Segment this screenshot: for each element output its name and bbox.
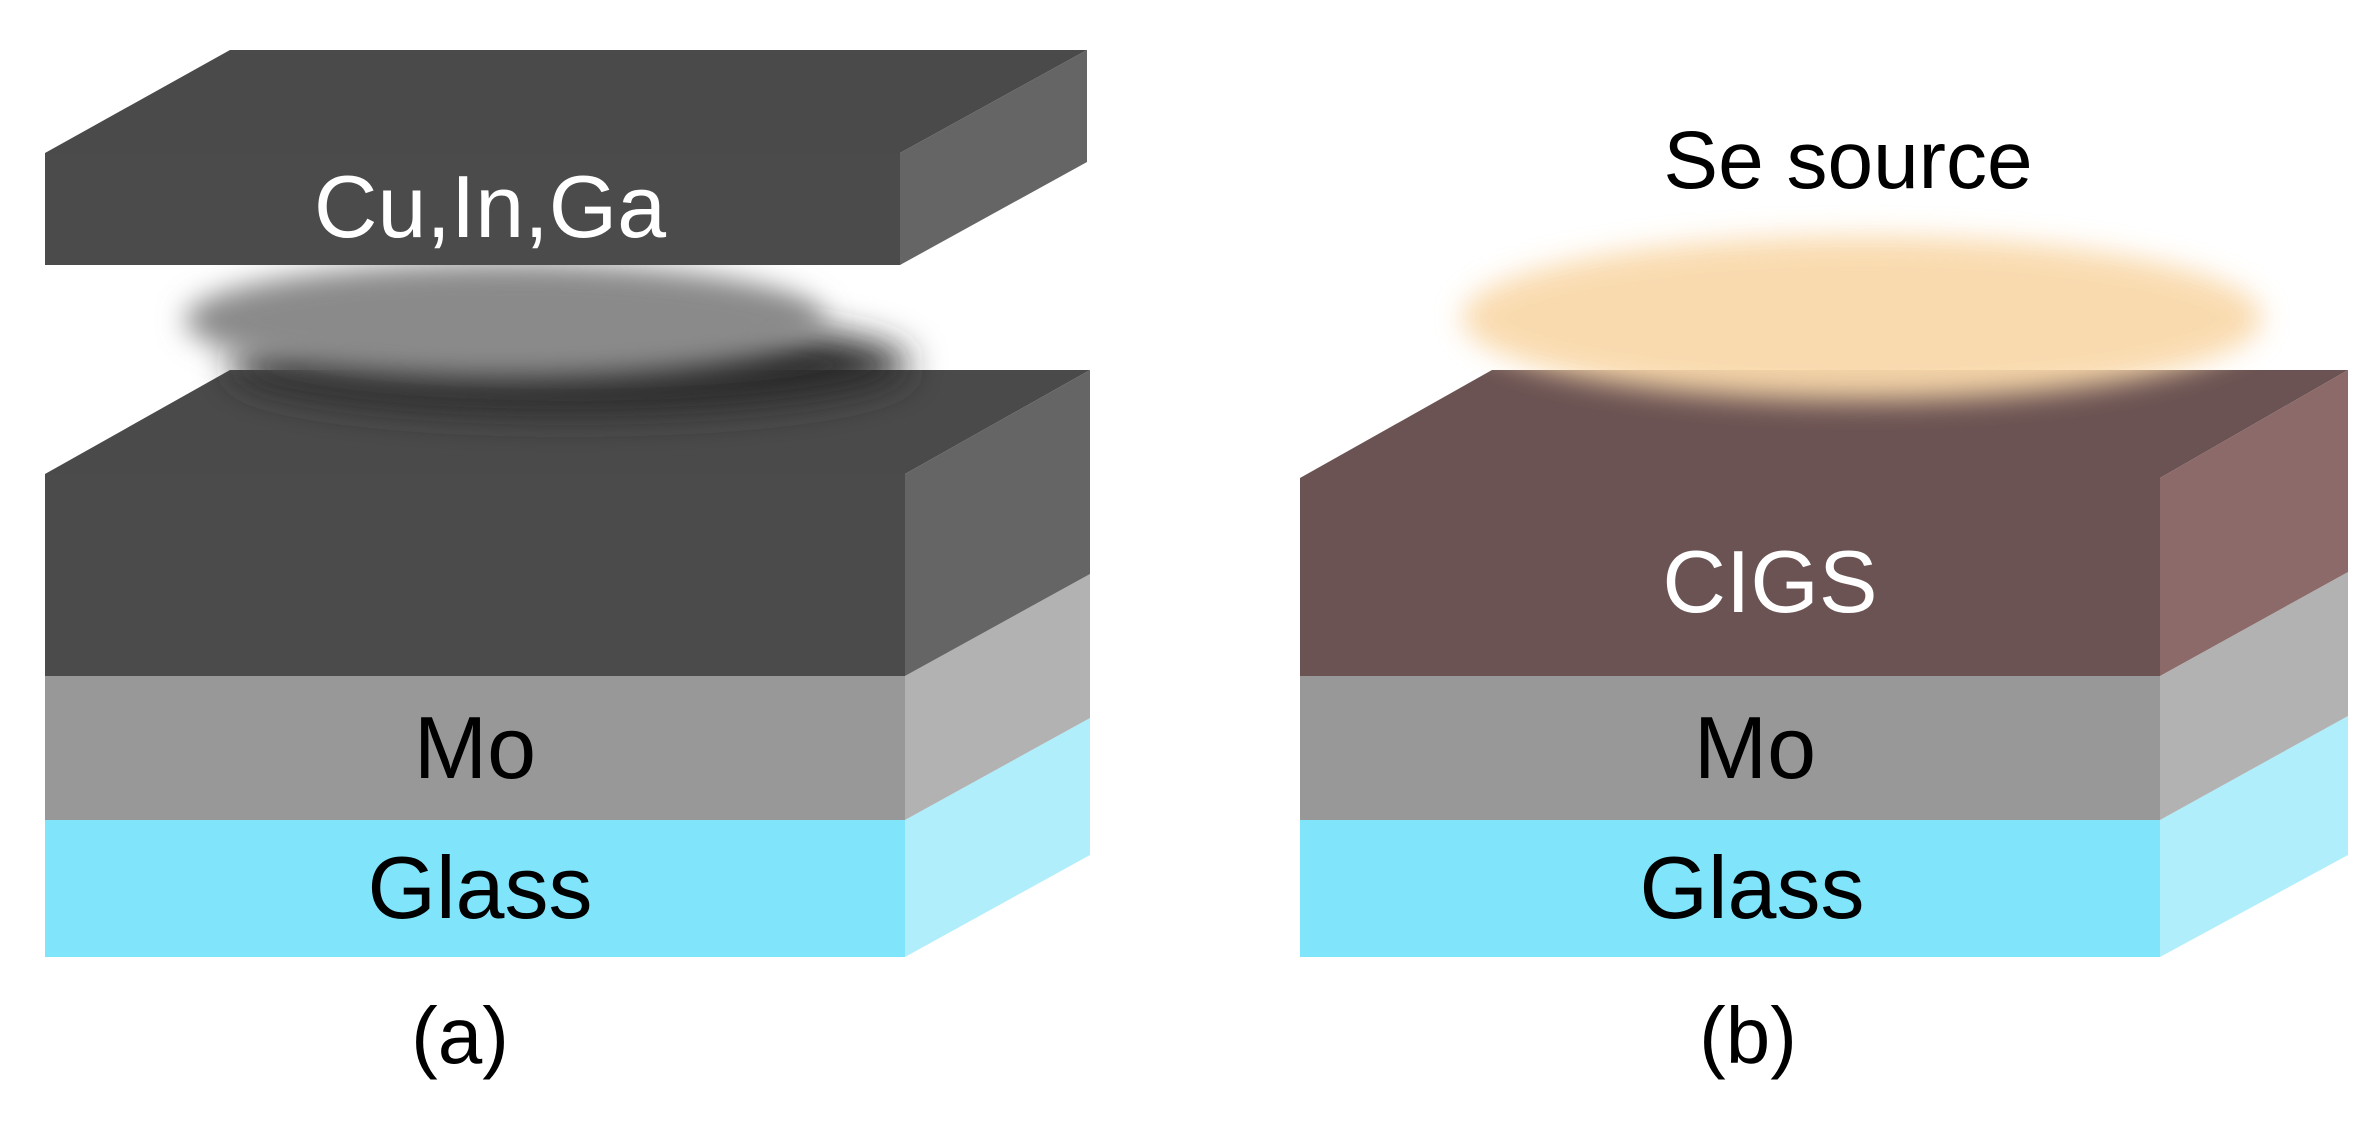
se-source-label: Se source — [1663, 115, 2032, 206]
panel-b-glass-layer — [1300, 716, 2348, 957]
precursor-side-face — [905, 370, 1090, 676]
mo-side-face — [905, 574, 1090, 820]
panel-a-mo-layer — [45, 574, 1090, 820]
panel-a-glass-layer — [45, 718, 1090, 957]
glass-side-face — [905, 718, 1090, 957]
panel-b: Se source CIGS Mo Glass (b) — [1300, 115, 2348, 1080]
mo-front-face — [45, 676, 905, 820]
panel-a: Cu,In,Ga Mo Glass (a) — [45, 50, 1090, 1080]
glass-side-face — [2160, 716, 2348, 957]
panel-a-glass-label: Glass — [368, 838, 593, 937]
cigs-label: CIGS — [1662, 532, 1877, 631]
panel-b-mo-label: Mo — [1694, 698, 1816, 797]
panel-b-caption: (b) — [1699, 991, 1797, 1080]
panel-a-caption: (a) — [411, 991, 509, 1080]
panel-a-source-block — [45, 50, 1087, 265]
panel-b-cigs-layer — [1300, 370, 2348, 676]
cigs-front-face — [1300, 478, 2160, 676]
source-top-face — [45, 50, 1087, 153]
glass-front-face — [45, 820, 905, 957]
panel-a-vapor-cloud — [185, 262, 910, 413]
glass-front-face — [1300, 820, 2160, 957]
source-front-face — [45, 153, 900, 265]
cigs-side-face — [2160, 370, 2348, 676]
source-side-face — [900, 50, 1087, 265]
panel-b-mo-layer — [1300, 572, 2348, 820]
cu-in-ga-label: Cu,In,Ga — [314, 157, 666, 256]
mo-side-face — [2160, 572, 2348, 820]
panel-b-glass-label: Glass — [1640, 838, 1865, 937]
se-vapor-cloud — [1462, 236, 2262, 400]
vapor-ellipse — [185, 262, 825, 378]
cigs-top-face — [1300, 370, 2348, 478]
precursor-front-face — [45, 474, 905, 676]
panel-a-mo-label: Mo — [414, 698, 536, 797]
mo-front-face — [1300, 676, 2160, 820]
panel-a-precursor-layer — [45, 370, 1090, 676]
